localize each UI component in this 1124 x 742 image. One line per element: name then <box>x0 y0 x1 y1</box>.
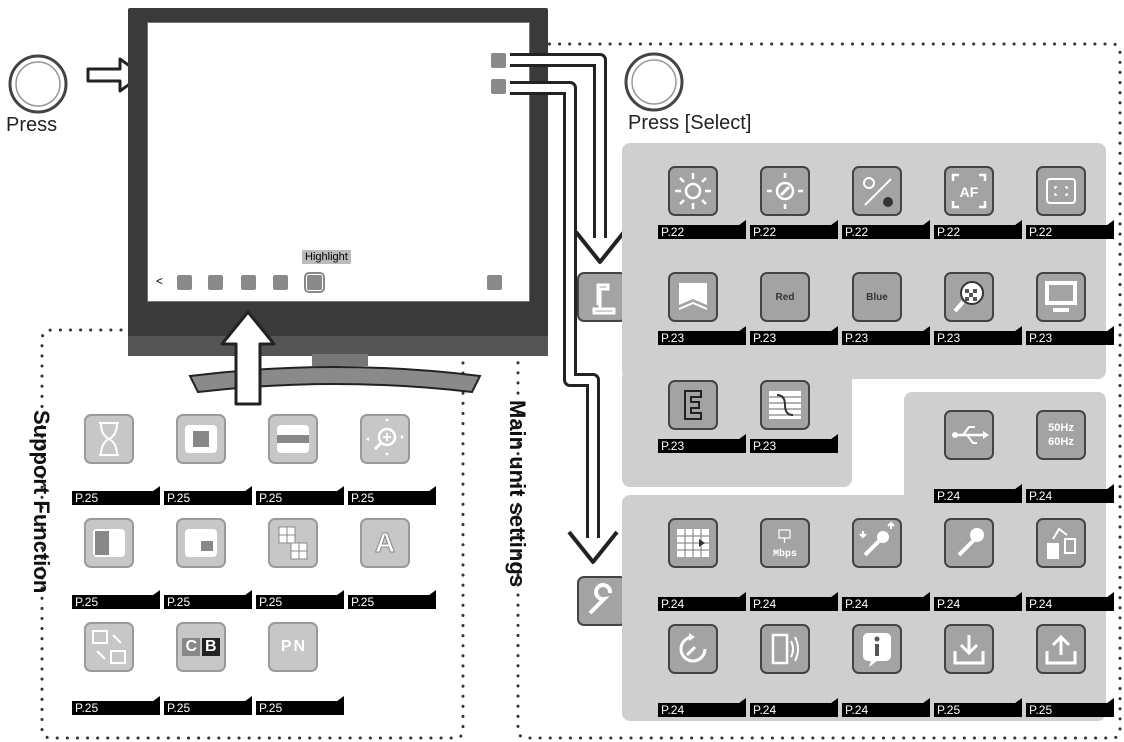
page-ref-tag: P.23 <box>750 434 838 453</box>
resolution-icon[interactable] <box>668 518 718 568</box>
support-function-title: Support Function <box>28 410 54 593</box>
page-ref-tag: P.24 <box>934 484 1022 503</box>
page-ref-tag: P.25 <box>256 590 344 609</box>
mask-icon[interactable] <box>176 414 226 464</box>
camera-settings-icon[interactable] <box>577 272 627 322</box>
text-overlay-text: A <box>375 527 395 559</box>
edge-enhance-icon[interactable] <box>668 380 718 430</box>
page-ref-tag: P.25 <box>934 698 1022 717</box>
gamma-icon[interactable] <box>760 380 810 430</box>
wrench-settings-icon[interactable] <box>577 576 627 626</box>
text-overlay-icon[interactable]: A <box>360 518 410 568</box>
flicker-50hz-text: 50Hz <box>1048 421 1074 435</box>
focus-frame-icon[interactable] <box>1036 166 1086 216</box>
info-icon[interactable] <box>852 624 902 674</box>
color-balance-c: C <box>182 638 200 656</box>
sound-icon[interactable] <box>760 624 810 674</box>
bitrate-icon[interactable]: Mbps <box>760 518 810 568</box>
page-ref-tag: P.25 <box>348 486 436 505</box>
spotlight-icon[interactable] <box>268 414 318 464</box>
page-ref-tag: P.23 <box>750 326 838 345</box>
page-ref-tag: P.24 <box>658 698 746 717</box>
page-ref-tag: P.24 <box>1026 592 1114 611</box>
page-ref-tag: P.24 <box>750 698 838 717</box>
page-ref-tag: P.25 <box>72 696 160 715</box>
autofocus-icon[interactable]: AF <box>944 166 994 216</box>
page-ref-tag: P.25 <box>164 590 252 609</box>
page-ref-tag: P.24 <box>658 592 746 611</box>
brightness-adjust-icon[interactable] <box>760 166 810 216</box>
page-ref-tag: P.22 <box>934 220 1022 239</box>
page-ref-tag: P.23 <box>658 434 746 453</box>
microphone-icon[interactable] <box>944 518 994 568</box>
image-mode-icon[interactable] <box>668 272 718 322</box>
timer-icon[interactable] <box>84 414 134 464</box>
page-ref-tag: P.22 <box>1026 220 1114 239</box>
blue-gain-icon[interactable]: Blue <box>852 272 902 322</box>
page-ref-tag: P.24 <box>934 592 1022 611</box>
page-ref-tag: P.24 <box>1026 484 1114 503</box>
zoom-pan-icon[interactable] <box>360 414 410 464</box>
page-ref-tag: P.24 <box>842 698 930 717</box>
page-ref-tag: P.25 <box>72 486 160 505</box>
bitrate-text: Mbps <box>773 549 797 560</box>
mosaic-icon[interactable] <box>268 518 318 568</box>
upload-icon[interactable] <box>1036 624 1086 674</box>
blue-gain-text: Blue <box>866 292 888 303</box>
main-unit-settings-title: Main unit settings <box>504 400 530 587</box>
page-ref-tag: P.25 <box>164 486 252 505</box>
svg-text:AF: AF <box>960 184 979 200</box>
page-ref-tag: P.22 <box>750 220 838 239</box>
page-ref-tag: P.25 <box>164 696 252 715</box>
reset-settings-icon[interactable] <box>668 624 718 674</box>
usb-icon[interactable] <box>944 410 994 460</box>
page-ref-tag: P.24 <box>750 592 838 611</box>
page-ref-tag: P.25 <box>1026 698 1114 717</box>
flicker-60hz-text: 60Hz <box>1048 435 1074 449</box>
monitor-icon[interactable] <box>1036 272 1086 322</box>
positive-text: P <box>281 638 292 656</box>
page-ref-tag: P.24 <box>842 592 930 611</box>
file-transfer-icon[interactable] <box>1036 518 1086 568</box>
negative-text: N <box>294 638 306 656</box>
page-ref-tag: P.22 <box>842 220 930 239</box>
page-ref-tag: P.22 <box>658 220 746 239</box>
download-icon[interactable] <box>944 624 994 674</box>
page-ref-tag: P.25 <box>348 590 436 609</box>
swap-icon[interactable] <box>84 622 134 672</box>
mic-volume-icon[interactable] <box>852 518 902 568</box>
page-ref-tag: P.23 <box>934 326 1022 345</box>
red-gain-icon[interactable]: Red <box>760 272 810 322</box>
brightness-icon[interactable] <box>668 166 718 216</box>
color-balance-b: B <box>202 638 220 656</box>
page-ref-tag: P.25 <box>72 590 160 609</box>
page-ref-tag: P.25 <box>256 696 344 715</box>
page-ref-tag: P.23 <box>658 326 746 345</box>
split-screen-icon[interactable] <box>84 518 134 568</box>
page-ref-tag: P.25 <box>256 486 344 505</box>
red-gain-text: Red <box>776 292 795 303</box>
camera-panel-bottom <box>622 375 852 487</box>
brightness-auto-icon[interactable] <box>852 166 902 216</box>
picture-in-picture-icon[interactable] <box>176 518 226 568</box>
page-ref-tag: P.23 <box>1026 326 1114 345</box>
page-ref-tag: P.23 <box>842 326 930 345</box>
digital-zoom-icon[interactable] <box>944 272 994 322</box>
